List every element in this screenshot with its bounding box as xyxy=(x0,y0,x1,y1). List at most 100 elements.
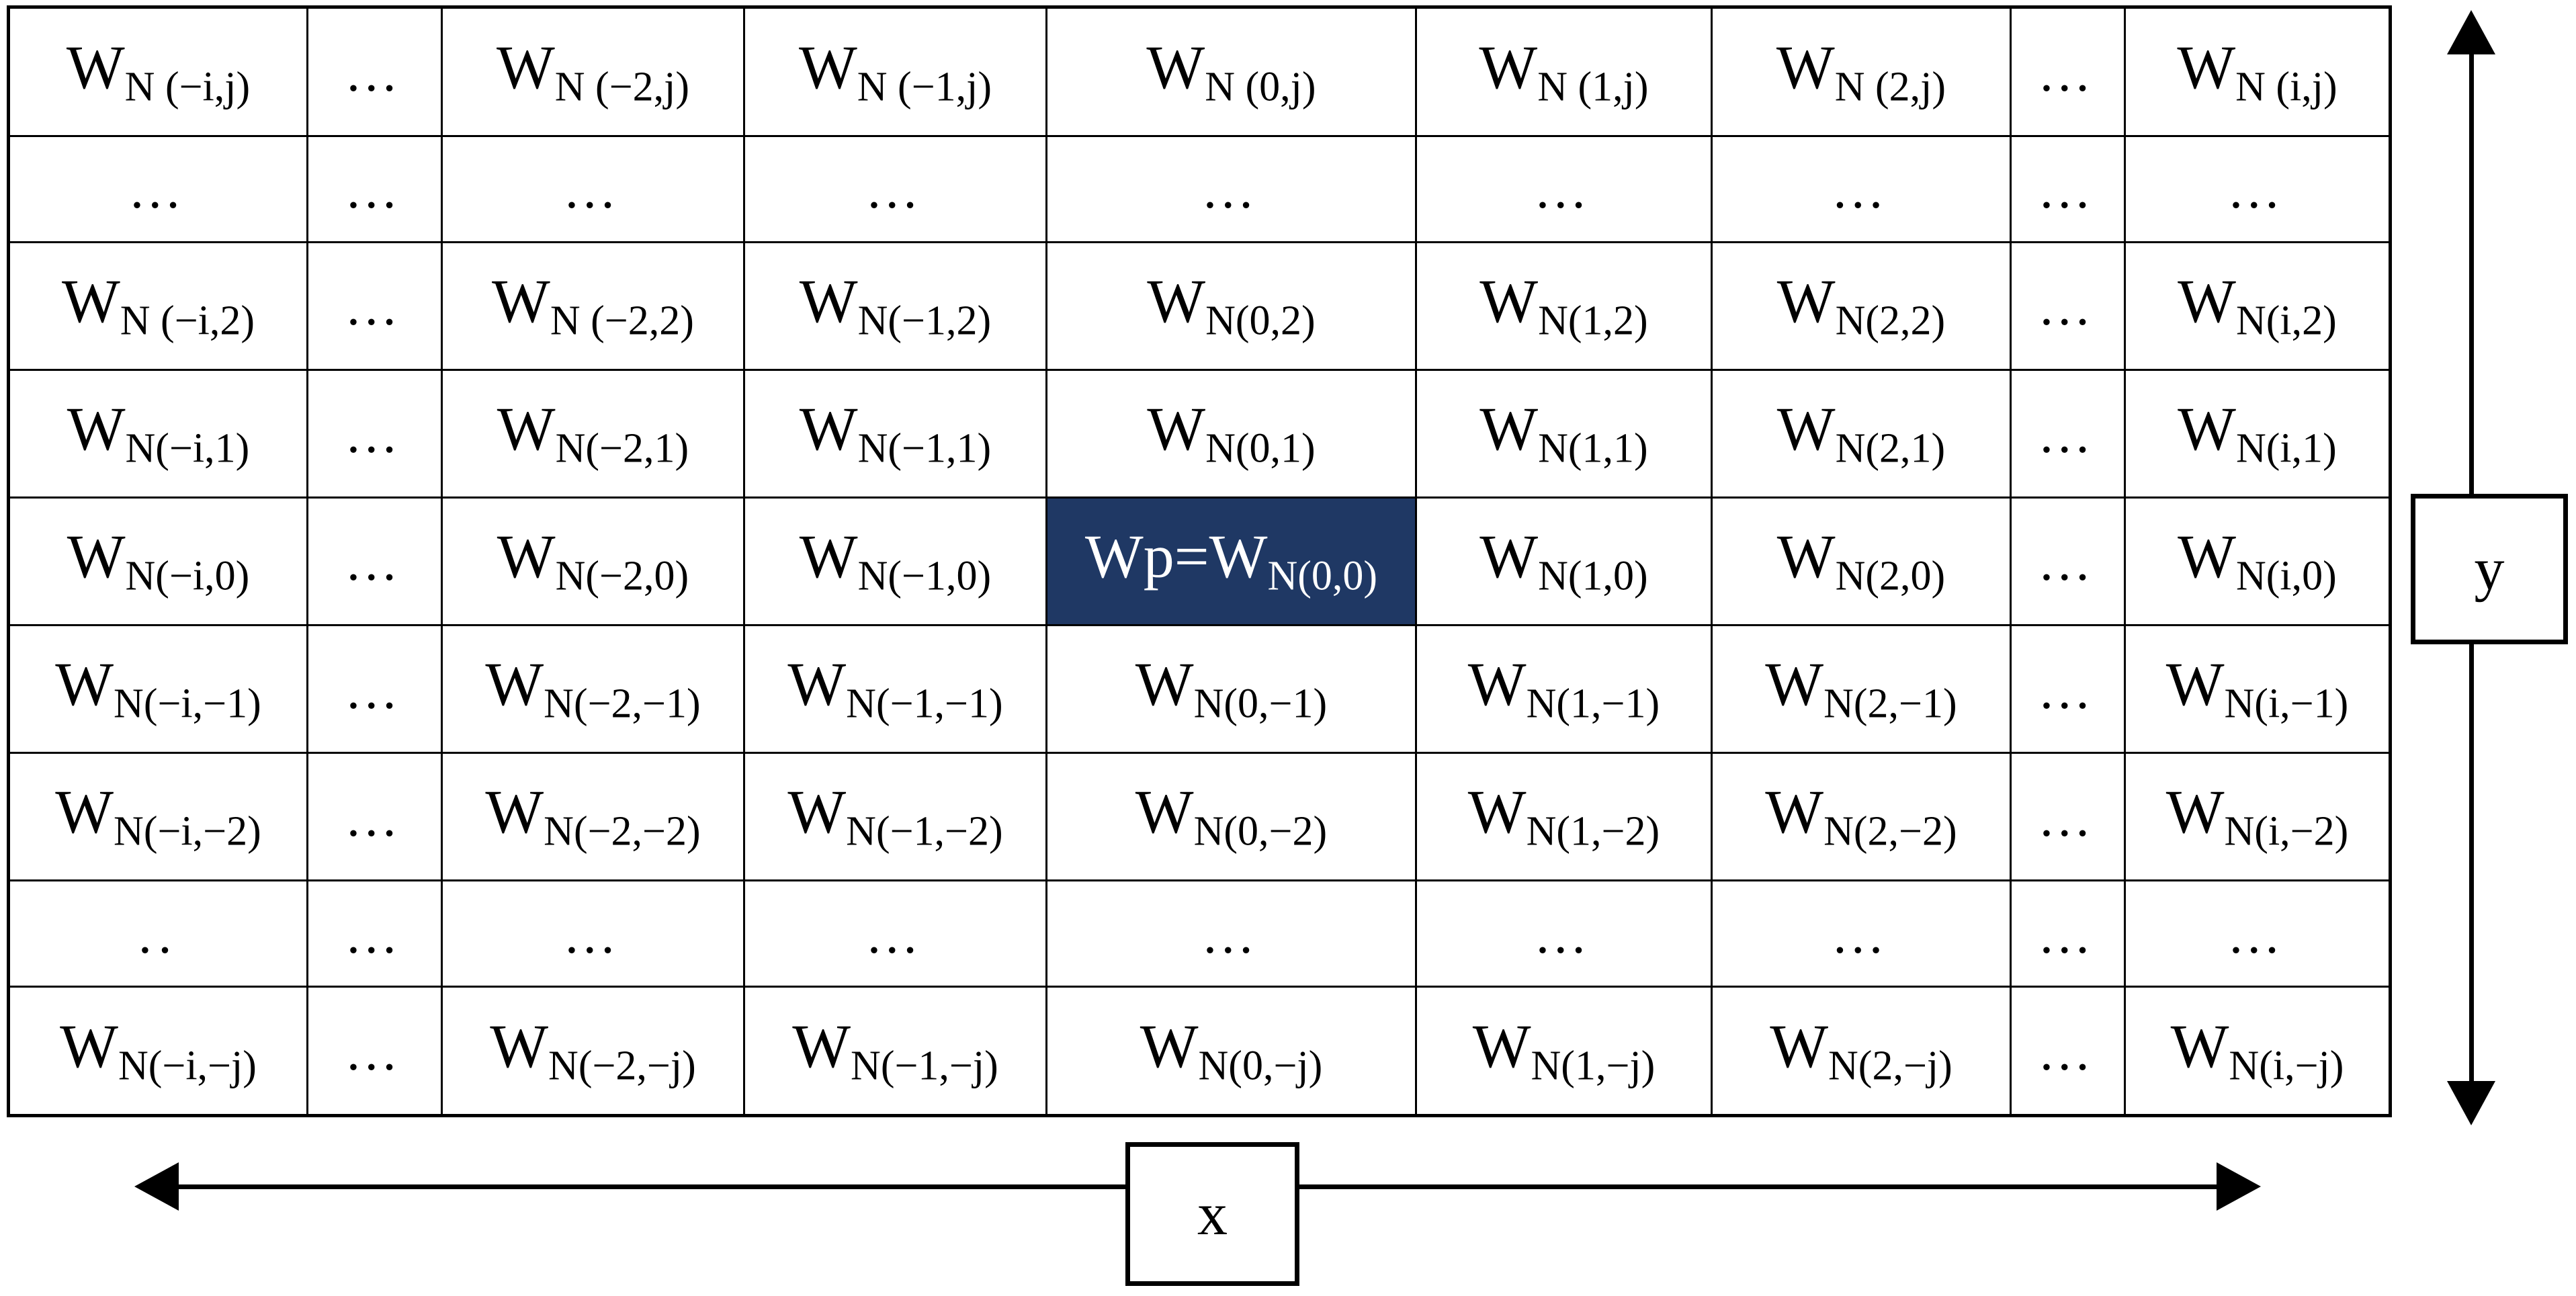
weight-cell-content: WN(2,2) xyxy=(1777,270,1945,342)
weight-cell: WN(−i,1) xyxy=(7,368,308,499)
weight-cell: WN(−2,−2) xyxy=(441,752,745,882)
weight-subscript: N(2,1) xyxy=(1835,425,1946,472)
weight-cell: WN(−i,0) xyxy=(7,496,308,627)
weight-symbol: W xyxy=(55,777,114,847)
weight-grid-row: ……………………… xyxy=(7,134,2391,243)
weight-cell-content: WN(2,0) xyxy=(1777,525,1945,597)
weight-subscript: N (−i,2) xyxy=(120,298,255,344)
weight-cell: WN(i,1) xyxy=(2124,368,2391,499)
weight-subscript: N(i,−1) xyxy=(2224,681,2349,727)
weight-symbol: W xyxy=(787,777,847,847)
weight-cell-content: WN(−2,0) xyxy=(497,525,689,597)
ellipsis-glyph: … xyxy=(128,161,189,220)
weight-cell-content: WN (i,j) xyxy=(2177,36,2337,108)
weight-subscript: N (0,j) xyxy=(1205,64,1316,110)
weight-cell-content: WN (−2,2) xyxy=(492,270,694,342)
ellipsis-glyph: .. xyxy=(138,905,179,965)
weight-cell: WN(0,2) xyxy=(1045,241,1417,371)
weight-cell-content: … xyxy=(865,159,926,218)
weight-symbol: W xyxy=(1135,777,1194,847)
weight-cell: WN(i,−2) xyxy=(2124,752,2391,882)
weight-cell-content: WN(−i,−2) xyxy=(55,781,261,853)
x-axis-label: x xyxy=(1197,1180,1228,1248)
weight-symbol: W xyxy=(2170,1011,2229,1080)
weight-cell-ellipsis: … xyxy=(306,879,443,988)
weight-subscript: N(−2,−2) xyxy=(544,808,701,855)
weight-subscript: N(i,−j) xyxy=(2229,1043,2344,1089)
weight-cell-ellipsis: … xyxy=(2010,986,2126,1117)
weight-cell: WN(1,−2) xyxy=(1415,752,1713,882)
weight-symbol: W xyxy=(55,650,114,719)
weight-symbol: W xyxy=(485,777,544,847)
weight-cell-ellipsis: … xyxy=(2124,134,2391,243)
weight-cell-content: WN(i,1) xyxy=(2178,398,2337,470)
weight-cell-content: Wp=WN(0,0) xyxy=(1085,525,1377,597)
weight-cell-content: … xyxy=(2038,787,2098,847)
weight-cell-ellipsis: … xyxy=(306,368,443,499)
weight-symbol: W xyxy=(66,32,125,101)
weight-grid-table: WN (−i,j)…WN (−2,j)WN (−1,j)WN (0,j)WN (… xyxy=(7,5,2392,1117)
weight-symbol: W xyxy=(485,650,544,719)
weight-cell-content: … xyxy=(345,276,405,335)
weight-cell: WN(0,−2) xyxy=(1045,752,1417,882)
weight-cell: WN(−2,−1) xyxy=(441,624,745,754)
weight-symbol: W xyxy=(1479,32,1538,101)
weight-cell-ellipsis: … xyxy=(2010,134,2126,243)
weight-grid-row: WN(−i,1)…WN(−2,1)WN(−1,1)WN(0,1)WN(1,1)W… xyxy=(7,368,2391,499)
weight-cell-content: WN(1,2) xyxy=(1479,270,1647,342)
ellipsis-glyph: … xyxy=(344,905,405,965)
weight-symbol: W xyxy=(1140,1011,1199,1080)
ellipsis-glyph: … xyxy=(344,161,405,220)
weight-symbol: W xyxy=(1135,650,1194,719)
weight-symbol: W xyxy=(61,266,120,335)
weight-cell-ellipsis: … xyxy=(2010,879,2126,988)
weight-symbol: W xyxy=(67,522,126,591)
weight-cell-content: … xyxy=(1831,904,1891,963)
ellipsis-glyph: … xyxy=(344,43,405,103)
weight-cell: WN(1,0) xyxy=(1415,496,1713,627)
weight-cell-content: WN (2,j) xyxy=(1776,36,1946,108)
weight-cell-content: WN(0,1) xyxy=(1147,398,1315,470)
weight-subscript: N(0,−2) xyxy=(1193,808,1328,855)
weight-cell: WN(i,0) xyxy=(2124,496,2391,627)
weight-cell: WN(i,−1) xyxy=(2124,624,2391,754)
weight-cell: WN(1,−1) xyxy=(1415,624,1713,754)
weight-subscript: N(1,0) xyxy=(1538,553,1648,599)
ellipsis-glyph: … xyxy=(344,405,405,465)
weight-subscript: N (−i,j) xyxy=(124,64,251,110)
weight-cell-content: WN(−1,−2) xyxy=(787,781,1002,853)
weight-cell-content: WN(−i,0) xyxy=(67,525,250,597)
weight-cell-ellipsis: … xyxy=(306,496,443,627)
weight-cell-content: WN(i,−j) xyxy=(2171,1015,2344,1087)
weight-subscript: N(−2,−j) xyxy=(548,1043,696,1089)
weight-subscript: N(−2,1) xyxy=(555,425,689,472)
weight-cell: WN(−1,−2) xyxy=(743,752,1047,882)
weight-cell-ellipsis: … xyxy=(306,986,443,1117)
weight-cell-content: … xyxy=(2038,904,2098,963)
weight-symbol: W xyxy=(799,266,858,335)
weight-symbol: W xyxy=(1776,394,1836,464)
weight-subscript: N(1,−2) xyxy=(1526,808,1660,855)
weight-symbol: W xyxy=(490,1011,549,1080)
weight-cell: WN(i,−j) xyxy=(2124,986,2391,1117)
weight-cell-content: WN(−1,0) xyxy=(800,525,991,597)
weight-cell-content: … xyxy=(563,904,624,963)
weight-symbol: W xyxy=(799,394,858,464)
weight-subscript: N(0,2) xyxy=(1205,298,1316,344)
weight-cell-content: WN (−2,j) xyxy=(497,36,689,108)
weight-cell-content: … xyxy=(1201,904,1262,963)
weight-cell-content: … xyxy=(563,159,624,218)
weight-subscript: N(0,1) xyxy=(1205,425,1316,472)
weight-grid-row: WN (−i,2)…WN (−2,2)WN(−1,2)WN(0,2)WN(1,2… xyxy=(7,241,2391,371)
weight-symbol: W xyxy=(1467,650,1527,719)
ellipsis-glyph: … xyxy=(344,533,405,593)
weight-cell-ellipsis: … xyxy=(1045,879,1417,988)
weight-cell: WN(0,−1) xyxy=(1045,624,1417,754)
weight-cell-content: … xyxy=(2038,660,2098,719)
ellipsis-glyph: … xyxy=(1201,161,1262,220)
weight-subscript: N(−i,−1) xyxy=(114,681,261,727)
weight-symbol: W xyxy=(2178,394,2237,464)
weight-symbol: W xyxy=(2177,32,2236,101)
weight-cell-content: WN(0,2) xyxy=(1147,270,1315,342)
